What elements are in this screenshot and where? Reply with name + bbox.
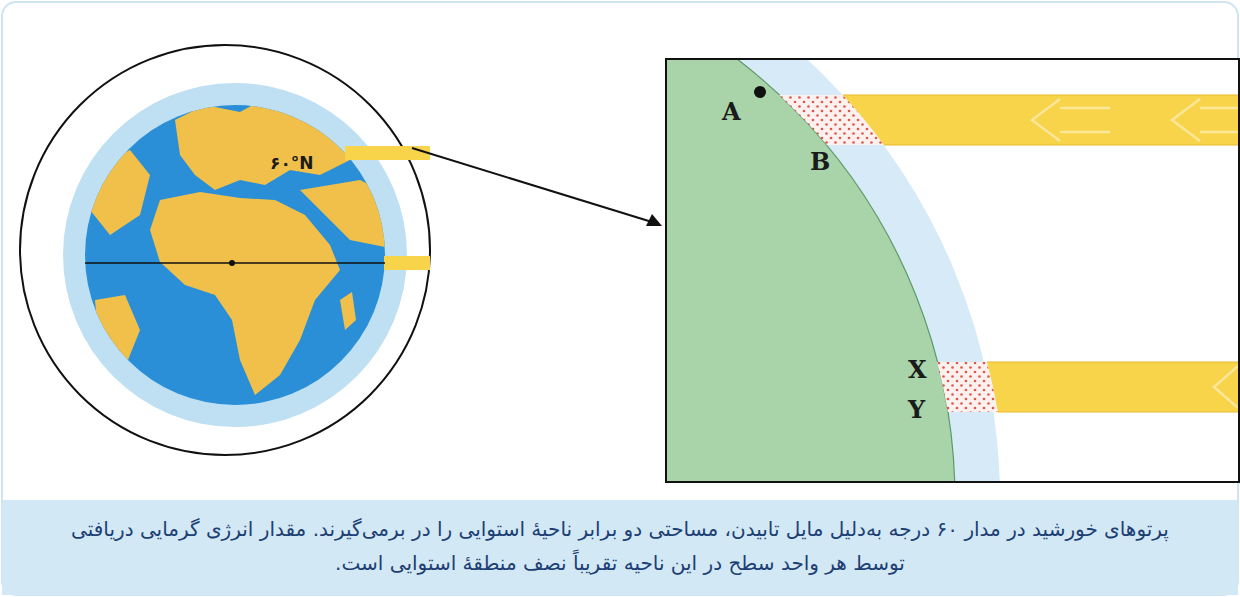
sun-band-equator bbox=[384, 256, 430, 270]
point-label: B bbox=[810, 150, 830, 174]
point-label: A bbox=[722, 100, 741, 124]
magnifier-circle bbox=[20, 45, 430, 455]
beam-edge bbox=[987, 362, 1240, 363]
oblique-beam bbox=[843, 95, 1240, 145]
equator-beam bbox=[987, 362, 1240, 412]
land bbox=[90, 100, 400, 395]
sun-band-60 bbox=[345, 146, 430, 160]
pointer-line bbox=[412, 148, 652, 222]
beam-edge bbox=[884, 145, 1240, 146]
point-label: Y bbox=[908, 398, 925, 422]
atmosphere bbox=[63, 83, 407, 427]
point-a bbox=[754, 86, 766, 98]
equator-dotted-area bbox=[937, 362, 998, 412]
beam-edge bbox=[998, 412, 1240, 413]
pointer-head bbox=[646, 214, 662, 226]
beam-edge bbox=[843, 95, 1240, 96]
zoom-panel-border bbox=[666, 59, 1239, 482]
caption: پرتوهای خورشید در مدار ۶۰ درجه به‌دلیل م… bbox=[70, 512, 1170, 580]
equator-dot bbox=[229, 260, 235, 266]
ray-chevrons bbox=[1032, 99, 1240, 408]
point-label: X bbox=[908, 358, 927, 382]
latitude-label: ۶۰°N bbox=[270, 155, 313, 172]
caption-band bbox=[2, 500, 1238, 595]
